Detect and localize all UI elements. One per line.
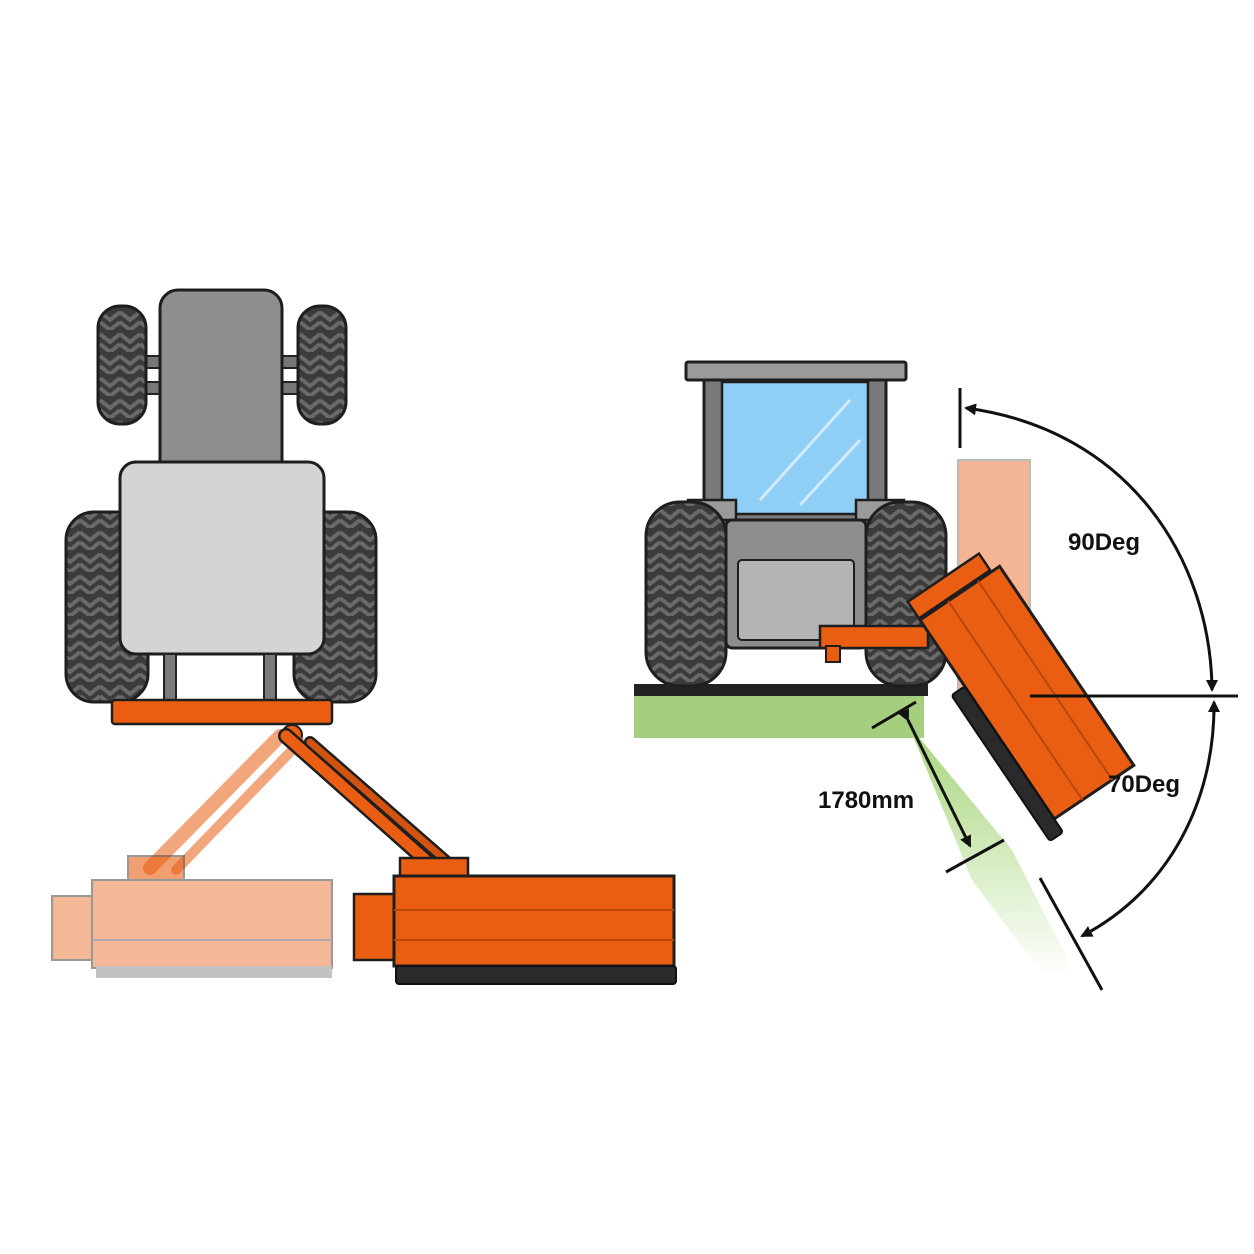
- tilt-ref-line: [1038, 877, 1104, 991]
- rear-window: [720, 380, 870, 516]
- top-view: [51, 288, 677, 985]
- mower-active-right: [352, 856, 677, 985]
- rear-wheel-left-view: [644, 500, 728, 688]
- arc-90: [964, 403, 1214, 689]
- reach-label: 1780mm: [818, 787, 914, 814]
- active-arm: [278, 728, 458, 872]
- angle-down-label: 70Deg: [1108, 771, 1180, 798]
- arm-bracket: [825, 645, 841, 663]
- hitch-post-left: [163, 653, 177, 701]
- rear-view: 90Deg 70Deg 1780mm: [634, 360, 1238, 991]
- cab-roof: [118, 460, 326, 656]
- hitch-bar: [110, 698, 334, 726]
- reach-tick-bottom: [945, 838, 1005, 874]
- front-wheel-right: [296, 304, 348, 426]
- mower-faded-left: [51, 855, 333, 978]
- glass-glare: [758, 398, 862, 507]
- reach-tick-top: [871, 700, 917, 730]
- angle-up-label: 90Deg: [1068, 529, 1140, 556]
- side-arm: [818, 624, 930, 650]
- mower-tilted: [905, 551, 1136, 842]
- cab-roof-rear: [684, 360, 908, 382]
- ground-surface: [634, 684, 928, 696]
- front-wheel-left: [96, 304, 148, 426]
- arc-70: [1080, 705, 1216, 938]
- faded-arm: [143, 729, 305, 875]
- reach-dimension: [898, 708, 972, 848]
- hitch-post-right: [263, 653, 277, 701]
- rear-panel: [737, 559, 855, 641]
- tractor-hood: [158, 288, 284, 492]
